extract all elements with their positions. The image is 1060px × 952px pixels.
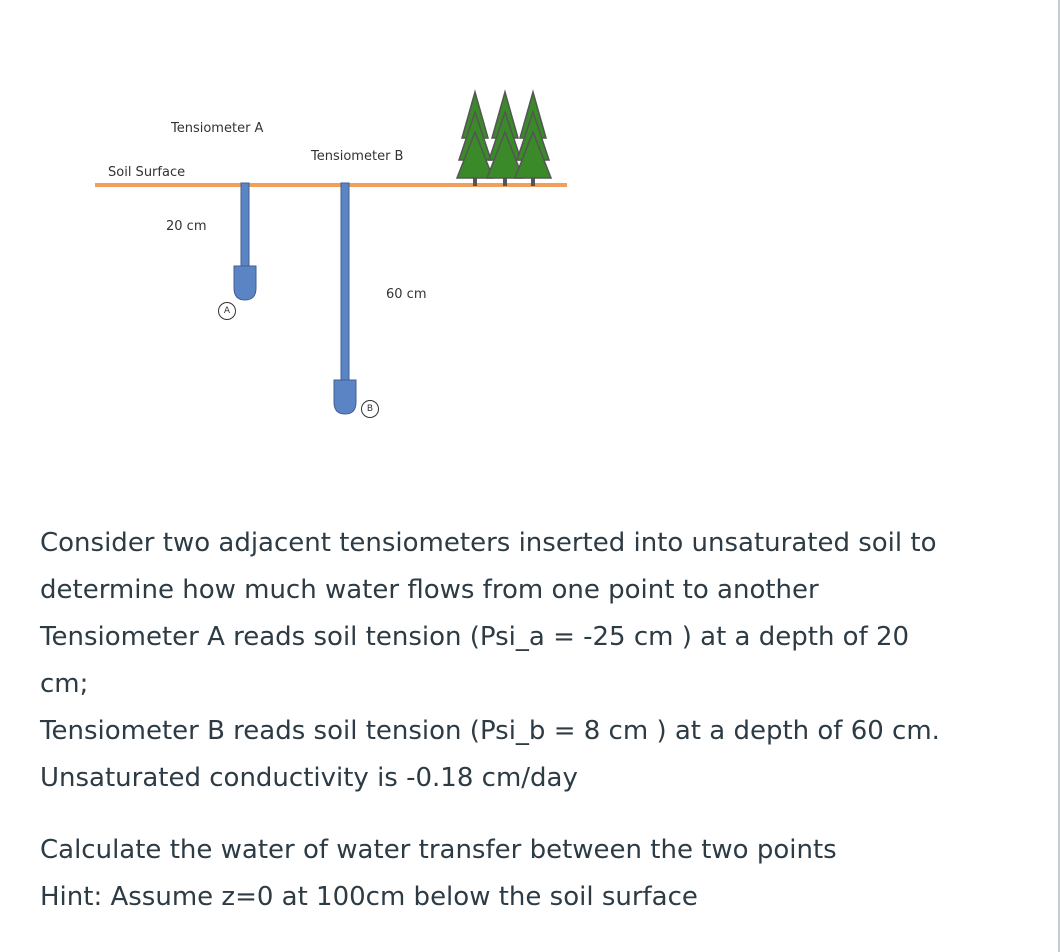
question-text: Consider two adjacent tensiometers inser…: [40, 520, 1020, 921]
tensiometer-b-label: Tensiometer B: [311, 149, 404, 164]
paragraph-gap: [40, 802, 1020, 827]
tensiometer-diagram: Tensiometer A Tensiometer B Soil Surface…: [0, 0, 620, 440]
marker-b-circle: B: [361, 400, 379, 418]
question-line-7: Calculate the water of water transfer be…: [40, 835, 837, 865]
page-border: [1058, 0, 1060, 952]
question-line-4: cm;: [40, 669, 89, 699]
diagram-canvas: [95, 89, 567, 415]
depth-b-label: 60 cm: [386, 287, 427, 302]
question-line-6: Unsaturated conductivity is -0.18 cm/day: [40, 763, 578, 793]
tensiometer-a-tube: [233, 182, 257, 301]
tree-icon-3: [513, 89, 553, 186]
question-line-3: Tensiometer A reads soil tension (Psi_a …: [40, 622, 910, 652]
question-line-8: Hint: Assume z=0 at 100cm below the soil…: [40, 882, 698, 912]
tree-icon-2: [485, 89, 525, 186]
soil-surface-label: Soil Surface: [108, 165, 186, 180]
question-line-1: Consider two adjacent tensiometers inser…: [40, 528, 937, 558]
question-line-2: determine how much water flows from one …: [40, 575, 819, 605]
tree-icon-1: [455, 89, 495, 186]
question-line-5: Tensiometer B reads soil tension (Psi_b …: [40, 716, 940, 746]
tensiometer-a-label: Tensiometer A: [171, 121, 264, 136]
tensiometer-b-tube: [333, 182, 357, 415]
depth-a-label: 20 cm: [166, 219, 207, 234]
marker-a-circle: A: [218, 302, 236, 320]
